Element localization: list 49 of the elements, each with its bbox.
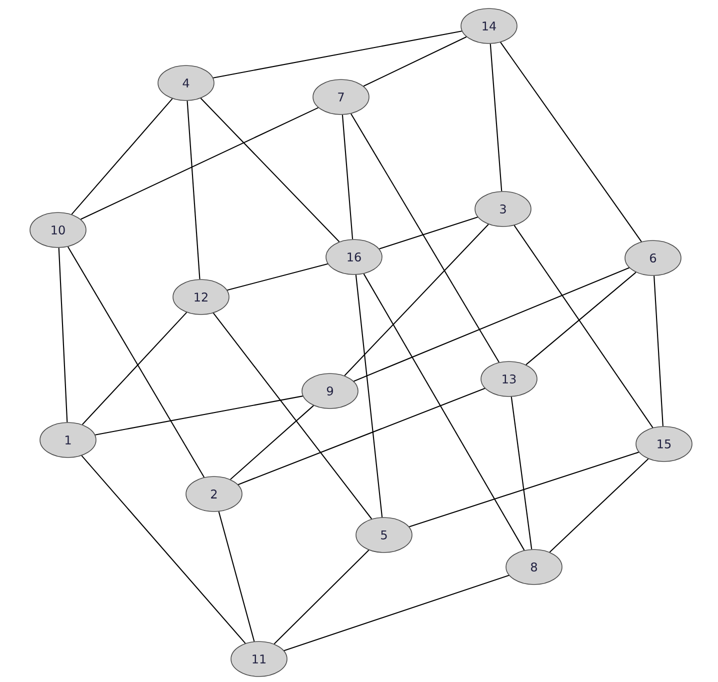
edge-line [363,274,525,550]
edge-line [186,100,200,280]
graph-node: 10 [30,212,86,248]
edge-line [230,405,314,480]
edge-line [238,388,486,486]
edge-line [218,511,255,642]
edge-line [355,274,383,518]
edge-line [200,98,340,242]
graph-node: 6 [624,240,682,276]
graph-node: 14 [460,8,518,44]
edge-line [82,312,188,425]
graph-node: 8 [506,549,562,585]
graph-node: 16 [326,239,382,275]
edge-line [514,225,654,428]
edge-line [549,458,649,552]
graph-node: 15 [636,426,692,462]
edge-line [67,246,205,478]
graph-node: 2 [186,476,242,512]
edge-line [350,113,500,362]
graph-node: 7 [312,79,370,115]
graph-node: 9 [302,373,358,409]
graph-node: 11 [230,641,288,677]
edge-line [490,44,502,192]
edge-line [58,248,68,422]
edge-line [95,396,303,436]
edge-line [80,107,318,220]
graph-node: 4 [158,65,214,101]
edge-line [227,263,328,291]
graph-node: 1 [40,422,96,458]
edge-line [81,455,246,644]
edge-line [409,452,639,528]
edge-line [354,267,630,382]
edge-line [654,276,664,426]
graph-node: 13 [480,361,538,397]
edge-line [379,216,478,250]
edge-line [342,114,354,240]
edge-line [344,224,489,376]
graph-node: 3 [474,191,532,227]
edge-line [212,312,372,520]
edge-line [363,36,467,87]
edge-line [71,98,173,215]
edge-line [274,550,370,644]
edge-line [500,42,642,242]
edge-line [510,396,532,550]
graph-node: 12 [172,279,230,315]
edge-line [284,574,510,652]
edge-line [526,272,636,366]
graph-node: 5 [356,517,412,553]
edge-line [213,30,462,78]
